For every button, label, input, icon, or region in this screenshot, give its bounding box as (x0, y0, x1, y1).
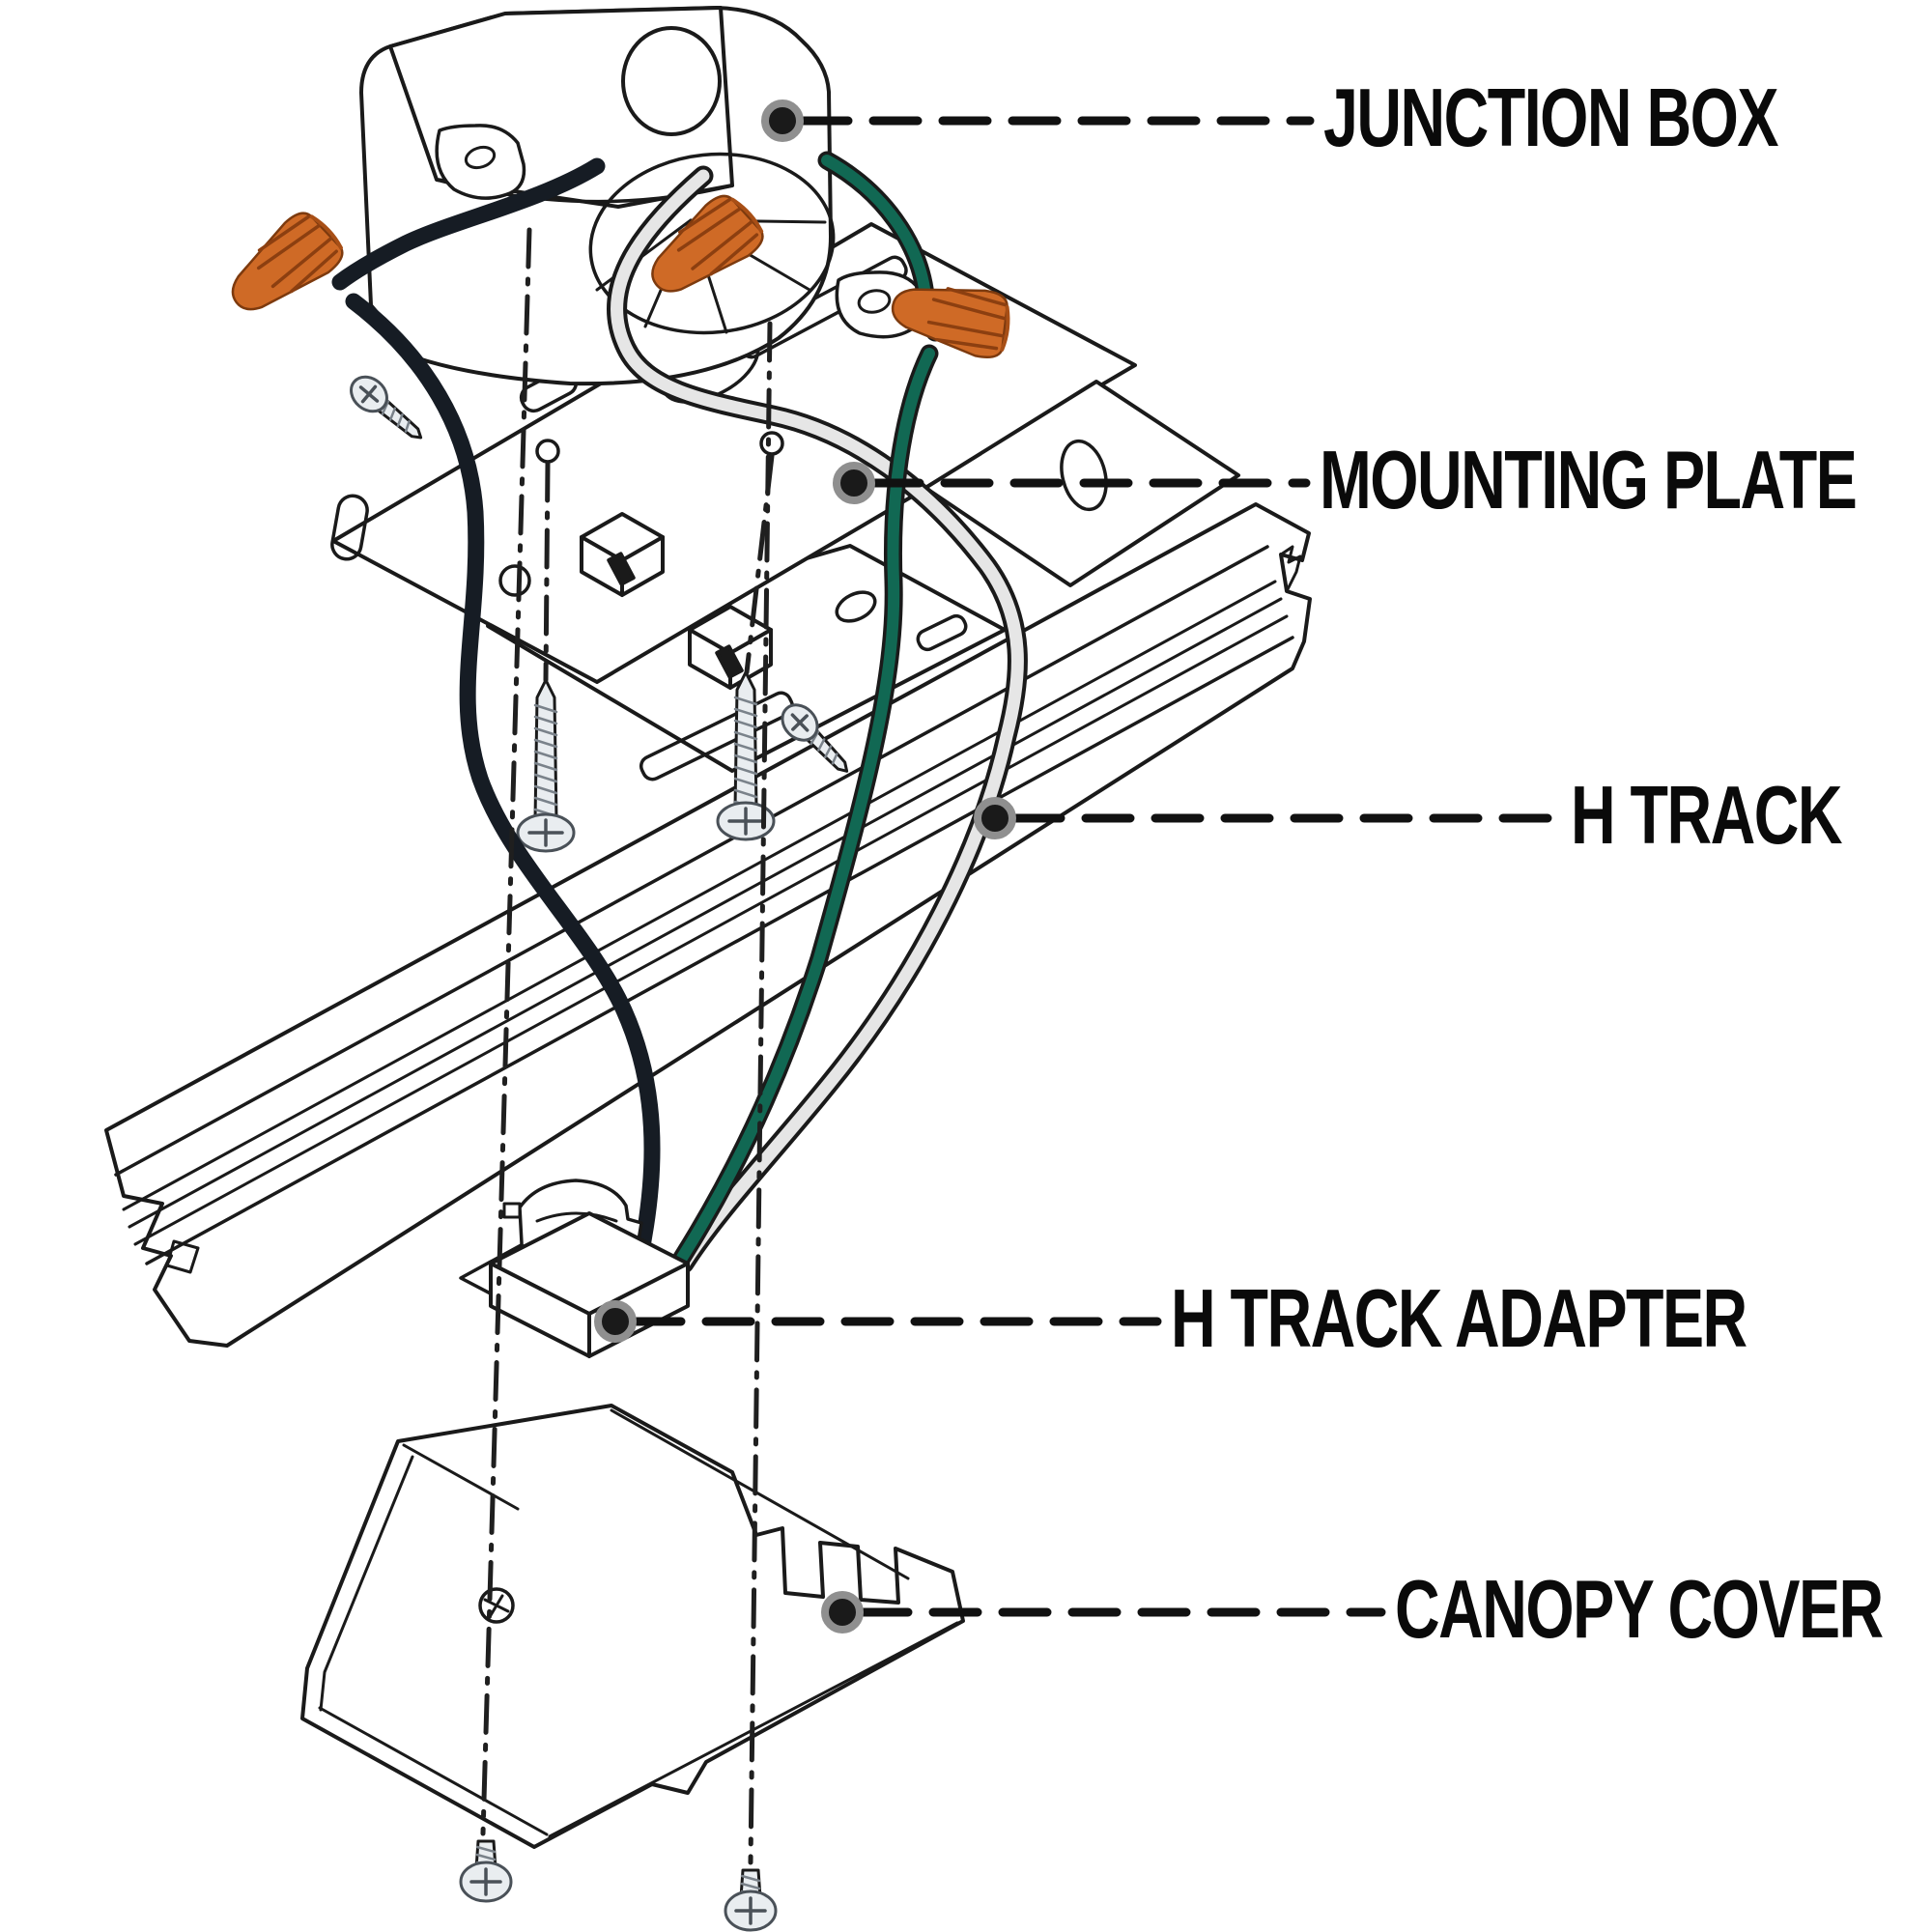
label-canopy-cover: CANOPY COVER (1395, 1564, 1884, 1656)
wire-nuts (231, 194, 1010, 358)
label-junction-box: JUNCTION BOX (1323, 72, 1778, 164)
alignment-line-left (480, 227, 532, 1836)
black-wire (331, 157, 606, 291)
alignment-lines (480, 227, 775, 1865)
alignment-line-right (748, 321, 773, 1865)
leader-dot-h-track (974, 797, 1016, 839)
junction-box-hole (621, 26, 722, 136)
black-wire (345, 293, 661, 1264)
wire-nut (231, 212, 344, 311)
label-h-track: H TRACK (1571, 770, 1843, 862)
label-h-track-adapter: H TRACK ADAPTER (1171, 1273, 1747, 1365)
small-screw (781, 703, 849, 773)
label-mounting-plate: MOUNTING PLATE (1320, 435, 1858, 526)
leader-dot-h-track-adapter (594, 1300, 637, 1343)
wire-nut (651, 194, 764, 293)
wire-nut (891, 287, 1010, 358)
white-wire (611, 169, 1024, 1270)
small-screw (350, 375, 423, 440)
leader-lines (632, 116, 1562, 1617)
junction-box-drawing (359, 6, 925, 386)
alignment-line-screw-left (543, 461, 551, 683)
leader-dot-mounting-plate (833, 462, 875, 504)
leader-dot-canopy-cover (821, 1591, 864, 1634)
mounting-plate-tab (580, 512, 665, 597)
alignment-line-screw-right (744, 453, 775, 675)
bottom-screw (459, 1839, 513, 1903)
bottom-screw (724, 1868, 778, 1932)
canopy-cover-drawing (300, 1404, 965, 1849)
h-track-end-serration (1279, 545, 1302, 593)
leader-dots (594, 99, 1016, 1634)
long-screw (716, 670, 776, 841)
junction-box-ear (435, 124, 526, 200)
canopy-screw-hole (478, 1587, 515, 1624)
h-track-adapter-drawing (459, 1179, 690, 1358)
leader-dot-junction-box (761, 99, 804, 142)
long-screw (516, 678, 576, 853)
